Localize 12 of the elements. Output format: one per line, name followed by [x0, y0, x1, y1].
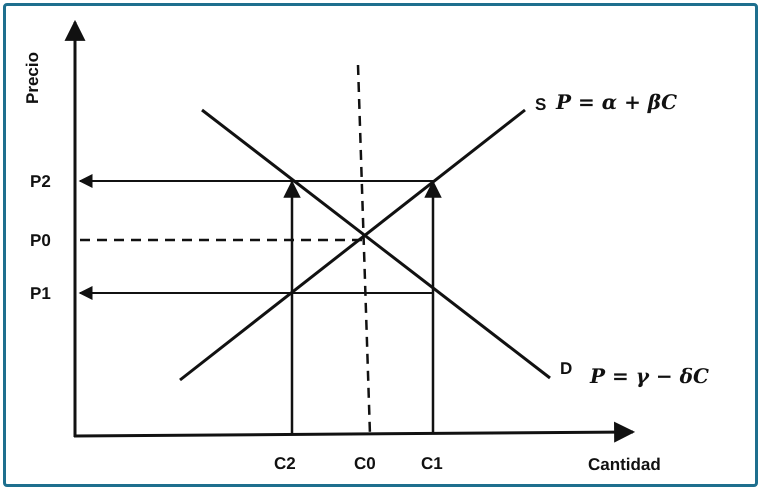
tick-label: C1: [421, 455, 443, 472]
axis-title: Precio: [24, 52, 41, 104]
equation: P = α + βC: [556, 92, 677, 112]
curve-label: D: [560, 360, 572, 377]
tick-label: P0: [30, 232, 51, 249]
equation: P = γ − δC: [590, 366, 709, 386]
tick-label: P2: [30, 173, 51, 190]
axis-title: Cantidad: [588, 456, 661, 473]
tick-label: C0: [354, 455, 376, 472]
tick-label: P1: [30, 285, 51, 302]
curve-label: S: [535, 96, 546, 113]
tick-label: C2: [274, 455, 296, 472]
